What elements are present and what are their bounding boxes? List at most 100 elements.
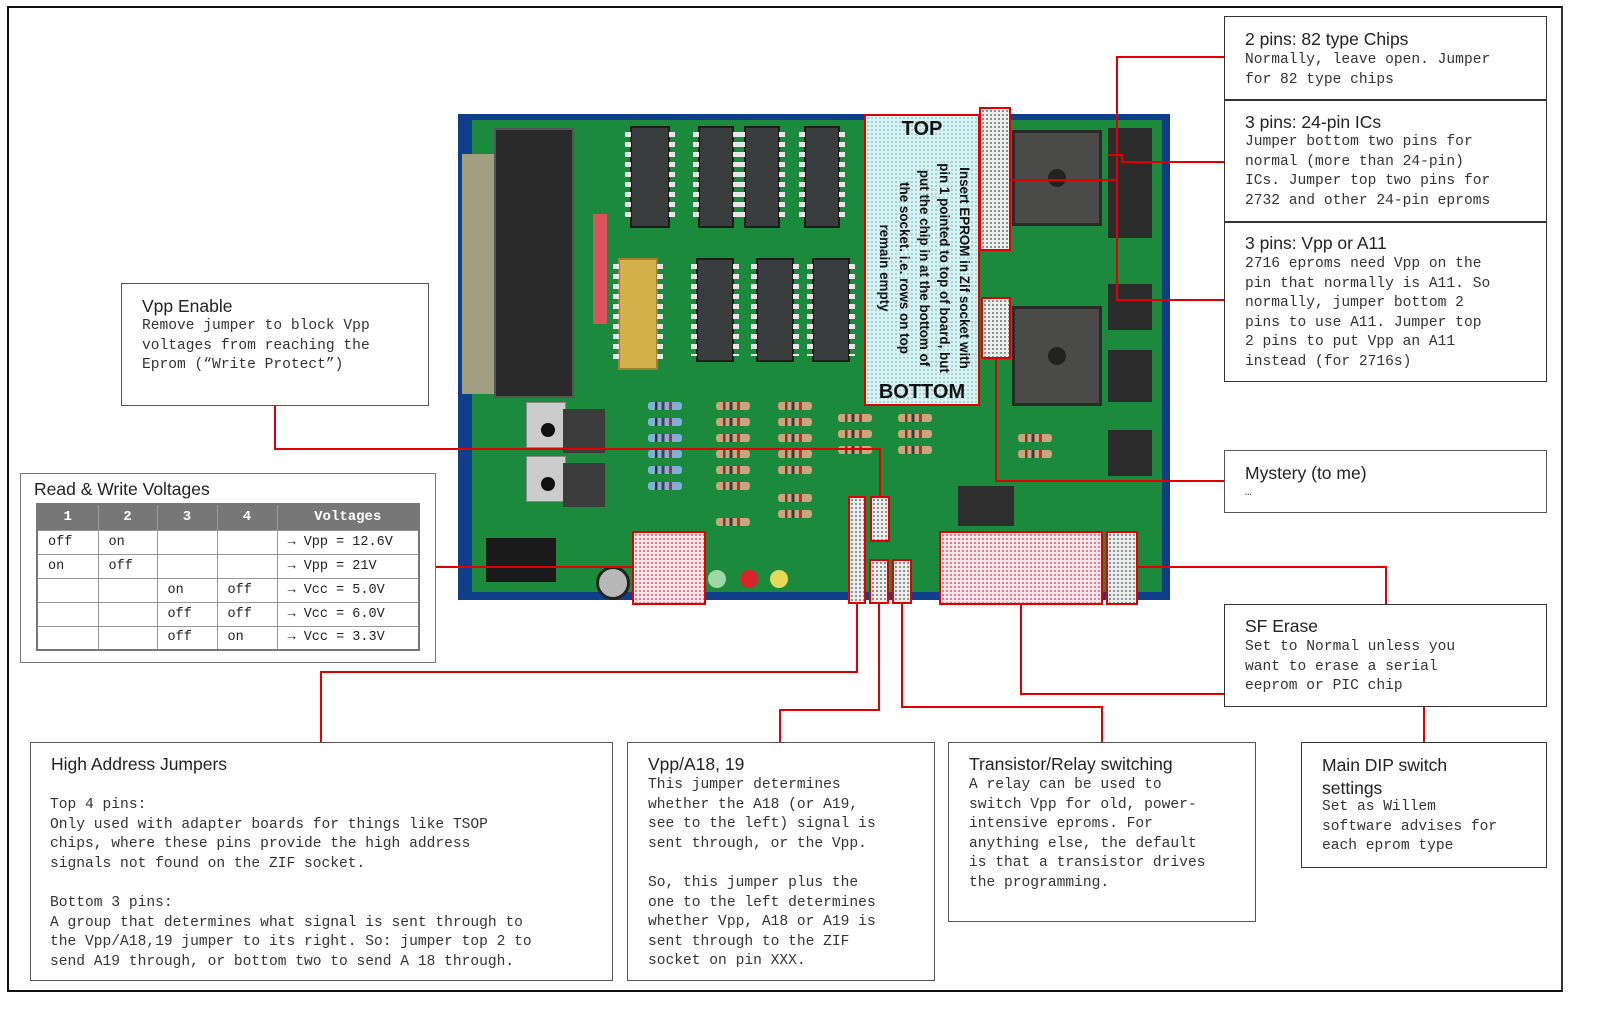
ic-chip <box>691 258 739 362</box>
callout-box-high-address: High Address Jumpers Top 4 pins: Only us… <box>30 742 613 981</box>
db25-connector <box>494 128 574 398</box>
table-row: off on → Vpp = 12.6V <box>36 529 420 555</box>
callout-title: Vpp/A18, 19 <box>648 754 745 774</box>
ic-chip <box>625 126 675 228</box>
table-cell <box>156 529 218 555</box>
callout-title: 2 pins: 82 type Chips <box>1245 29 1409 49</box>
vpp-led <box>770 570 788 588</box>
resistor <box>778 494 812 502</box>
callout-body: … <box>1245 487 1252 499</box>
table-cell: → Vpp = 21V <box>276 553 420 579</box>
callout-body: Set as Willem software advises for each … <box>1322 799 1498 855</box>
table-cell: off <box>216 577 278 603</box>
power-jack <box>486 538 556 582</box>
resistor <box>838 430 872 438</box>
resistor <box>838 414 872 422</box>
table-cell: on <box>156 577 218 603</box>
voltages-header-row: 1 2 3 4 Voltages <box>37 504 420 530</box>
callout-box-vpp-enable: Vpp Enable Remove jumper to block Vpp vo… <box>121 283 429 406</box>
zif-top-label: TOP <box>901 118 943 140</box>
zif-bottom-label: BOTTOM <box>878 381 966 403</box>
resistor <box>716 418 750 426</box>
callout-body: A relay can be used to switch Vpp for ol… <box>969 777 1206 891</box>
table-cell: off <box>36 529 99 555</box>
resistor <box>648 482 682 490</box>
table-cell: off <box>156 601 218 627</box>
resistor <box>648 402 682 410</box>
ic-chip <box>807 258 855 362</box>
callout-title: Transistor/Relay switching <box>969 754 1173 774</box>
callout-title: Mystery (to me) <box>1245 463 1367 483</box>
relay <box>958 486 1014 526</box>
table-cell <box>216 529 278 555</box>
callout-title: High Address Jumpers <box>51 754 228 774</box>
callout-box-ics24: 3 pins: 24-pin ICs Jumper bottom two pin… <box>1224 100 1547 222</box>
table-cell <box>97 601 158 627</box>
table-cell: off <box>156 625 218 651</box>
resistor <box>648 434 682 442</box>
col-header-3: 3 <box>157 504 218 530</box>
table-cell: → Vpp = 12.6V <box>276 529 420 555</box>
resistor <box>778 466 812 474</box>
resistor <box>648 466 682 474</box>
callout-title: Main DIP switch settings <box>1322 755 1448 798</box>
zif-instructions: Insert EPROM in Zif socket with pin 1 po… <box>877 163 972 373</box>
resistor <box>1018 450 1052 458</box>
plcc-socket-top <box>1012 130 1102 226</box>
voltages-table: 1 2 3 4 Voltages off on → Vpp = 12.6V on… <box>36 503 420 651</box>
callout-box-main-dip: Main DIP switch settings Set as Willem s… <box>1301 742 1547 868</box>
callout-title: 3 pins: Vpp or A11 <box>1245 233 1387 253</box>
transistor-relay-jumper-overlay <box>892 559 912 604</box>
table-row: on off → Vcc = 5.0V <box>36 577 420 603</box>
sf-erase-jumper-overlay <box>1106 531 1138 605</box>
callout-body: 2716 eproms need Vpp on the pin that nor… <box>1245 256 1491 370</box>
resistor <box>1018 434 1052 442</box>
resistor <box>648 418 682 426</box>
ic-chip <box>751 258 799 362</box>
ic-chip <box>693 126 739 228</box>
callout-body: Jumper bottom two pins for normal (more … <box>1245 134 1491 209</box>
table-cell: off <box>216 601 278 627</box>
table-cell <box>36 625 99 651</box>
mystery-jumper-overlay <box>981 297 1011 359</box>
resistor <box>898 446 932 454</box>
col-header-voltages: Voltages <box>277 504 420 530</box>
ic-chip <box>799 126 845 228</box>
power-led <box>708 570 726 588</box>
table-cell: → Vcc = 5.0V <box>276 577 420 603</box>
callout-box-chips82: 2 pins: 82 type Chips Normally, leave op… <box>1224 16 1547 100</box>
table-cell <box>36 577 99 603</box>
callout-title: SF Erase <box>1245 616 1318 636</box>
callout-title: Vpp Enable <box>142 296 233 316</box>
resistor <box>778 510 812 518</box>
plcc-socket-bottom <box>1012 306 1102 406</box>
callout-title: 3 pins: 24-pin ICs <box>1245 112 1382 132</box>
callout-box-transistor-relay: Transistor/Relay switching A relay can b… <box>948 742 1256 922</box>
chips82-jumper-overlay <box>979 107 1011 251</box>
callout-body: Set to Normal unless you want to erase a… <box>1245 639 1456 695</box>
resistor-network <box>593 214 607 324</box>
voltage-regulator <box>526 402 605 453</box>
voltage-regulator <box>526 456 605 507</box>
voltages-title: Read & Write Voltages <box>34 479 210 499</box>
resistor <box>898 414 932 422</box>
ic-chip <box>613 258 663 370</box>
callout-body: Remove jumper to block Vpp voltages from… <box>142 318 370 374</box>
dip-switch-block <box>1108 128 1152 238</box>
callout-body: Top 4 pins: Only used with adapter board… <box>50 797 532 970</box>
dip-switch-block <box>1108 284 1152 330</box>
vpp-a18-19-jumper-overlay <box>869 559 889 604</box>
table-row: off off → Vcc = 6.0V <box>36 601 420 627</box>
db25-connector-shell <box>462 154 498 394</box>
resistor <box>716 402 750 410</box>
resistor <box>778 418 812 426</box>
callout-box-sf-erase: SF Erase Set to Normal unless you want t… <box>1224 604 1547 707</box>
resistor <box>898 430 932 438</box>
callout-box-vpp-a11: 3 pins: Vpp or A11 2716 eproms need Vpp … <box>1224 222 1547 382</box>
table-cell <box>36 601 99 627</box>
vpp-enable-jumper-overlay <box>870 496 890 542</box>
table-cell <box>97 577 158 603</box>
zif-socket-label: TOP Insert EPROM in Zif socket with pin … <box>864 114 980 406</box>
resistor <box>716 434 750 442</box>
table-row: off on → Vcc = 3.3V <box>36 625 420 651</box>
